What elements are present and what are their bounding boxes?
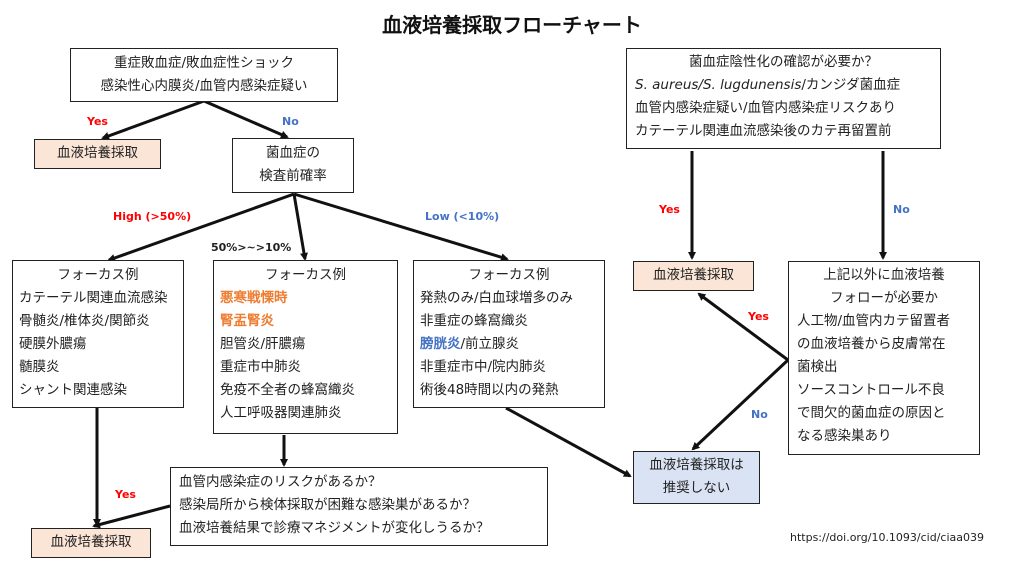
box-line: 免疫不全者の蜂窩織炎	[220, 382, 355, 398]
box-line: の血液培養から皮膚常在	[797, 336, 946, 352]
risk-questions-box: 血管内感染症のリスクがあるか？ 感染局所から検体採取が困難な感染巣があるか？ 血…	[170, 467, 548, 546]
box-line: S. aureus/S. lugdunensis/カンジダ菌血症	[635, 74, 940, 97]
yes-label: Yes	[115, 488, 136, 501]
arrow-severe-yes	[101, 99, 205, 140]
line-rest: /カンジダ菌血症	[801, 77, 901, 93]
box-line: 菌検出	[797, 359, 838, 375]
doi-reference-link[interactable]: https://doi.org/10.1093/cid/ciaa039	[790, 531, 985, 544]
followup-needed-box: 上記以外に血液培養 フォローが必要か 人工物/血管内カテ留置者 の血液培養から皮…	[788, 261, 980, 455]
box-line: シャント関連感染	[19, 382, 127, 398]
box-line: 骨髄炎/椎体炎/関節炎	[19, 313, 150, 329]
box-text: 血液培養採取	[653, 267, 734, 283]
low-focus-box: フォーカス例 発熱のみ/白血球増多のみ 非重症の蜂窩織炎 膀胱炎/前立腺炎 非重…	[413, 260, 605, 408]
box-header: フォーカス例	[57, 267, 139, 283]
box-text: 血液培養採取	[50, 534, 132, 550]
box-header: 上記以外に血液培養	[823, 267, 945, 283]
box-line: 発熱のみ/白血球増多のみ	[420, 290, 574, 306]
arrow-follow-yes	[697, 292, 789, 362]
box-line: 膀胱炎/前立腺炎	[420, 333, 604, 356]
arrow-pretest-low	[293, 192, 509, 262]
no-label: No	[282, 115, 299, 128]
box-line: 非重症市中/院内肺炎	[420, 359, 547, 375]
box-header: フォーカス例	[468, 267, 550, 283]
box-line: 人工物/血管内カテ留置者	[797, 313, 951, 329]
box-line: 髄膜炎	[19, 359, 60, 375]
mid-focus-box: フォーカス例 悪寒戦慄時 腎盂腎炎 胆管炎/肝膿瘍 重症市中肺炎 免疫不全者の蜂…	[213, 260, 398, 434]
collect-blood-culture-box: 血液培養採取	[633, 261, 754, 291]
box-line: 血管内感染症疑い/血管内感染症リスクあり	[635, 100, 897, 116]
box-line: 人工呼吸器関連肺炎	[220, 405, 342, 421]
box-line: 重症市中肺炎	[220, 359, 301, 375]
arrow-severe-no	[203, 99, 289, 139]
box-line: 非重症の蜂窩織炎	[420, 313, 528, 329]
italic-organisms: S. aureus/S. lugdunensis	[635, 77, 802, 93]
high-probability-label: High (>50%)	[113, 210, 192, 223]
yes-label: Yes	[748, 310, 769, 323]
box-header: フォーカス例	[265, 267, 346, 283]
highlight-line: 悪寒戦慄時	[220, 290, 288, 306]
box-line: なる感染巣あり	[797, 428, 892, 444]
box-line: 推奨しない	[662, 480, 731, 496]
no-label: No	[893, 203, 910, 216]
box-line: 検査前確率	[259, 168, 327, 184]
pretest-probability-box: 菌血症の 検査前確率	[232, 138, 354, 193]
box-header: フォローが必要か	[830, 290, 938, 306]
arrow-risk-to-collect	[92, 504, 171, 529]
box-text: 血液培養採取	[57, 145, 138, 161]
box-line: 重症敗血症/敗血症性ショック	[113, 55, 295, 71]
box-line: 血液培養採取は	[649, 457, 744, 473]
box-line: 硬膜外膿瘍	[19, 336, 87, 352]
box-line: 血管内感染症のリスクがあるか？	[179, 474, 382, 490]
box-line: 術後48時間以内の発熱	[420, 382, 559, 398]
mid-probability-label: 50%>~>10%	[211, 241, 292, 254]
box-line: ソースコントロール不良	[797, 382, 945, 398]
yes-label: Yes	[659, 203, 680, 216]
box-line: で間欠的菌血症の原因と	[797, 405, 946, 421]
yes-label: Yes	[87, 115, 108, 128]
arrow-pretest-mid	[292, 193, 308, 261]
box-line: 感染局所から検体採取が困難な感染巣があるか？	[179, 497, 476, 513]
not-recommended-box: 血液培養採取は 推奨しない	[633, 451, 760, 504]
box-line: 菌血症の	[266, 145, 320, 161]
collect-blood-culture-box: 血液培養採取	[34, 139, 161, 169]
high-focus-box: フォーカス例 カテーテル関連血流感染 骨髄炎/椎体炎/関節炎 硬膜外膿瘍 髄膜炎…	[12, 260, 184, 408]
low-probability-label: Low (<10%)	[425, 210, 500, 223]
line-rest: /前立腺炎	[460, 336, 520, 352]
box-line: カテーテル関連血流感染	[19, 290, 168, 306]
arrow-pretest-high	[107, 192, 295, 262]
severe-sepsis-box: 重症敗血症/敗血症性ショック 感染性心内膜炎/血管内感染症疑い	[70, 48, 338, 102]
box-line: カテーテル関連血流感染後のカテ再留置前	[635, 123, 892, 139]
arrow-follow-no	[691, 358, 790, 451]
arrow-low-to-notrec	[505, 406, 632, 478]
box-line: 胆管炎/肝膿瘍	[220, 336, 306, 352]
highlight-text: 膀胱炎	[420, 336, 461, 352]
box-line: 血液培養結果で診療マネジメントが変化しうるか？	[179, 520, 490, 536]
box-line: 感染性心内膜炎/血管内感染症疑い	[100, 78, 308, 94]
collect-blood-culture-box: 血液培養採取	[31, 528, 151, 558]
highlight-line: 腎盂腎炎	[220, 313, 274, 329]
negativity-check-box: 菌血症陰性化の確認が必要か？ S. aureus/S. lugdunensis/…	[626, 48, 941, 149]
box-header: 菌血症陰性化の確認が必要か？	[689, 54, 878, 70]
page-title: 血液培養採取フローチャート	[382, 13, 642, 37]
no-label: No	[751, 408, 768, 421]
